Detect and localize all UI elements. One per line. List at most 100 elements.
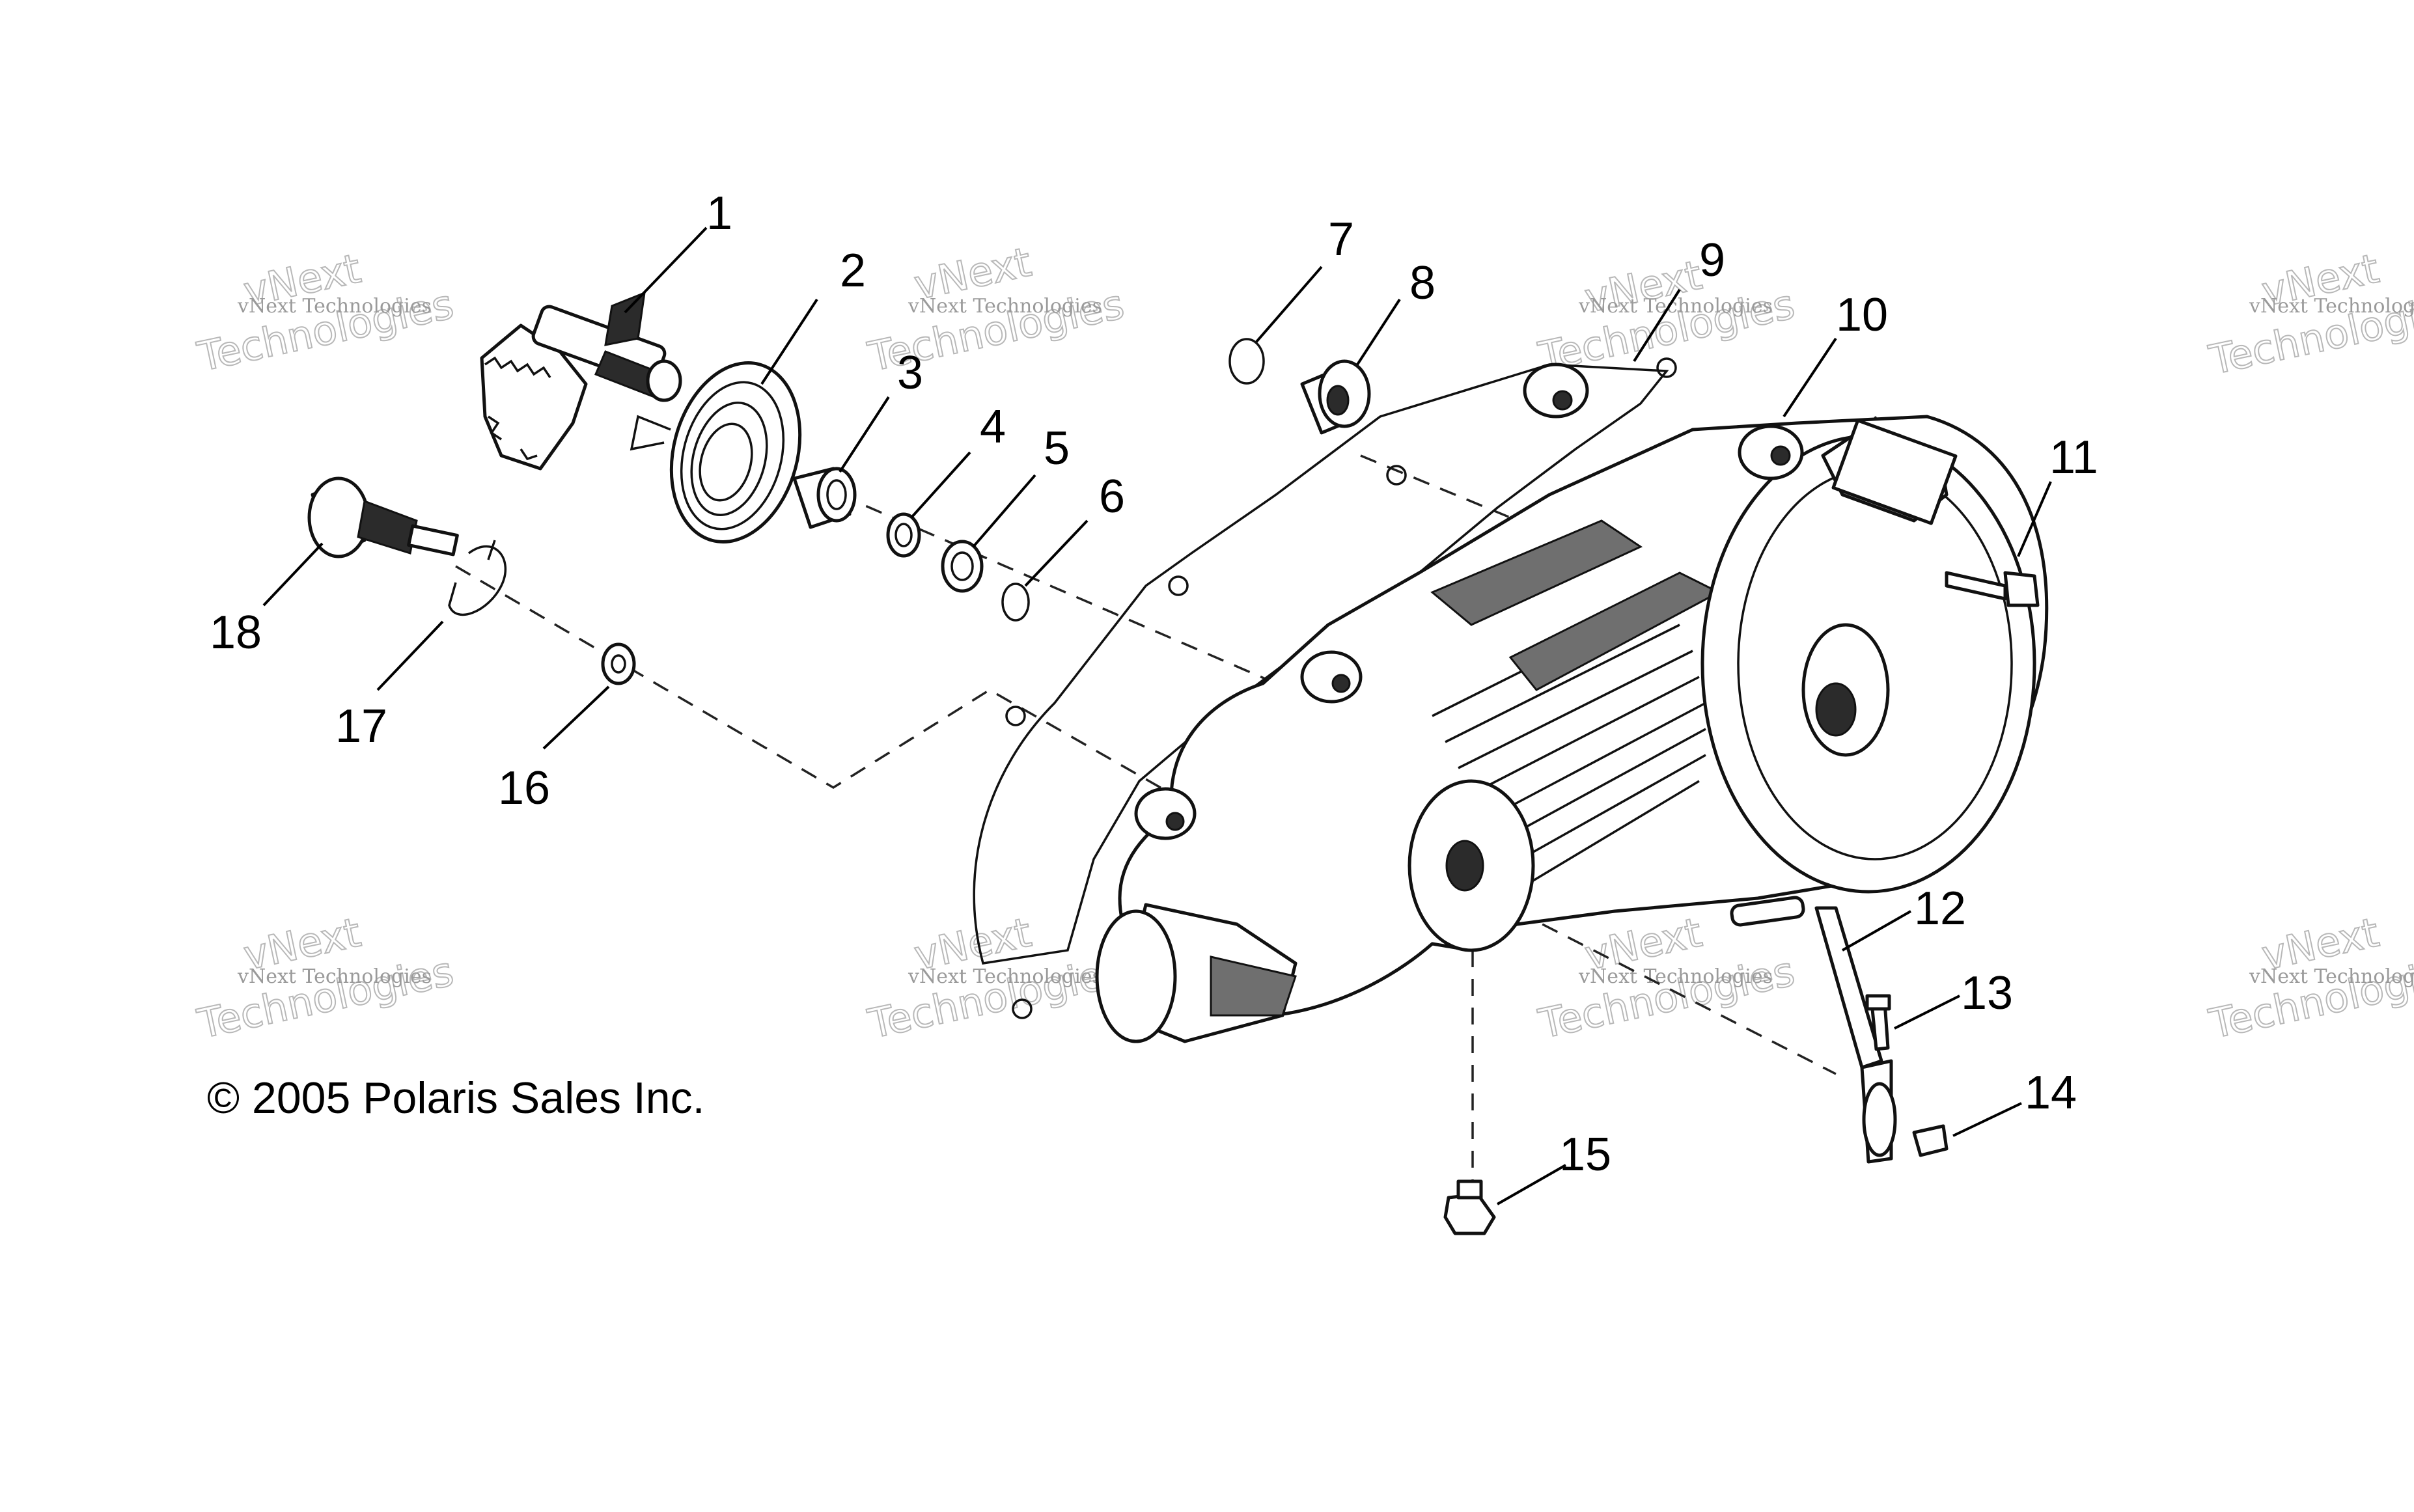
bolt-shank <box>1945 571 2007 601</box>
callout-17: 17 <box>335 700 387 752</box>
part-18-starter-pinion <box>307 476 459 558</box>
cover-boss-2-hole <box>1552 390 1573 411</box>
copyright-notice: © 2005 Polaris Sales Inc. <box>207 1073 705 1123</box>
leader-8 <box>1356 298 1401 366</box>
spring-coil-2 <box>680 381 785 530</box>
part-4-washer <box>886 512 921 558</box>
bolt-13-head <box>1865 994 1891 1011</box>
starter-gear-teeth <box>484 356 551 461</box>
kick-lever-spline <box>1862 1082 1897 1157</box>
leader-13 <box>1894 995 1960 1030</box>
part-3-bushing <box>792 467 857 529</box>
washer-16-outer <box>601 642 636 685</box>
callout-7: 7 <box>1328 213 1354 266</box>
watermark-8: vNext Technologies vNext Technologies <box>2204 908 2414 1049</box>
part-14-cap <box>1912 1124 1949 1157</box>
leader-17 <box>376 620 444 691</box>
watermark-small: vNext Technologies <box>237 965 432 988</box>
watermark-small: vNext Technologies <box>237 295 432 318</box>
gasket-tab-2 <box>1656 357 1677 378</box>
leader-4 <box>910 451 971 519</box>
part-15-drain-bolt <box>1443 1179 1496 1235</box>
cover-outlet-shade <box>1210 955 1297 1017</box>
callout-labels: 1 2 3 4 5 6 7 8 9 10 11 12 13 14 15 16 1… <box>210 187 2098 1181</box>
leader-12 <box>1842 910 1911 952</box>
cover-boss-2 <box>1523 363 1589 419</box>
watermark-small: vNext Technologies <box>1578 965 1773 988</box>
callout-14: 14 <box>2025 1067 2077 1119</box>
leader-18 <box>262 542 324 607</box>
callout-13: 13 <box>1961 967 2013 1019</box>
pinion-shaft <box>407 524 459 557</box>
cover-hub-center <box>1815 682 1857 737</box>
callout-15: 15 <box>1559 1129 1611 1181</box>
pinion-gear <box>357 499 418 555</box>
leader-1 <box>624 227 708 314</box>
gasket-tab-5 <box>1012 998 1033 1019</box>
part-8-seal <box>1300 359 1371 435</box>
callout-16: 16 <box>498 762 550 814</box>
cover-top-vent <box>1430 519 1643 626</box>
washer-5-outer <box>941 540 984 593</box>
bushing-bore <box>826 479 847 510</box>
part-1-starter-shaft <box>480 291 682 471</box>
part-7-circlip <box>1228 338 1265 385</box>
watermark-4: vNext Technologies vNext Technologies <box>2204 244 2414 385</box>
leader-lines <box>262 227 2052 1205</box>
spring-coil-3 <box>690 402 768 516</box>
drain-bolt-head <box>1443 1192 1496 1235</box>
watermark-1: vNext Technologies vNext Technologies <box>193 244 458 381</box>
leader-6 <box>1024 519 1089 587</box>
callout-6: 6 <box>1099 471 1125 523</box>
gasket-tab-4 <box>1005 706 1026 726</box>
spring-hook <box>630 415 671 451</box>
part-2-spring <box>630 361 802 543</box>
part-5-washer <box>941 540 984 593</box>
seal-bore <box>1326 385 1350 416</box>
cover-boss-3-hole <box>1331 674 1351 693</box>
part-11-bolt <box>1945 571 2040 607</box>
part-13-bolt <box>1865 994 1891 1051</box>
cover-gasket <box>973 363 1669 965</box>
callout-18: 18 <box>210 607 262 659</box>
watermark-5: vNext Technologies vNext Technologies <box>193 908 458 1049</box>
starter-shaft-end <box>646 359 682 402</box>
leader-16 <box>542 685 610 750</box>
leader-3 <box>839 396 890 473</box>
callout-4: 4 <box>980 401 1006 453</box>
cover-boss-1-hole <box>1770 445 1791 466</box>
watermark-small: vNext Technologies <box>908 965 1102 988</box>
spring-coil-4 <box>699 422 753 502</box>
drain-bolt-shank <box>1456 1179 1483 1200</box>
callout-10: 10 <box>1836 289 1888 341</box>
leader-9 <box>1633 288 1681 363</box>
kick-lever-arm <box>1814 906 1883 1069</box>
clutch-cover-assembly <box>973 357 2049 1043</box>
cover-boss-4 <box>1134 787 1197 840</box>
washer-4-outer <box>886 512 921 558</box>
clip-6 <box>1001 583 1030 622</box>
cover-boss-3 <box>1300 650 1363 704</box>
part-12-kick-lever <box>1730 896 1897 1164</box>
spring-clip <box>448 540 507 616</box>
circlip-7 <box>1228 338 1265 385</box>
part-17-spring-clip <box>448 540 507 616</box>
bolt-head <box>2003 571 2040 607</box>
watermark-small: vNext Technologies <box>908 295 1102 318</box>
cover-crank-hub-center <box>1445 840 1484 892</box>
washer-5-inner <box>950 551 974 581</box>
callout-8: 8 <box>1409 257 1436 309</box>
assembly-line-seal <box>1360 454 1550 535</box>
gasket-tab-3 <box>1168 575 1189 596</box>
washer-4-inner <box>895 523 913 547</box>
leader-5 <box>972 474 1036 548</box>
cover-outlet-mouth <box>1095 909 1177 1043</box>
callout-5: 5 <box>1044 422 1070 474</box>
callout-9: 9 <box>1699 234 1725 286</box>
cover-boss-1 <box>1738 424 1804 480</box>
leader-7 <box>1255 266 1323 343</box>
cover-boss-4-hole <box>1165 812 1185 831</box>
watermark-small: vNext Technologies <box>2249 965 2414 988</box>
watermark-7: vNext Technologies vNext Technologies <box>1534 908 1799 1049</box>
